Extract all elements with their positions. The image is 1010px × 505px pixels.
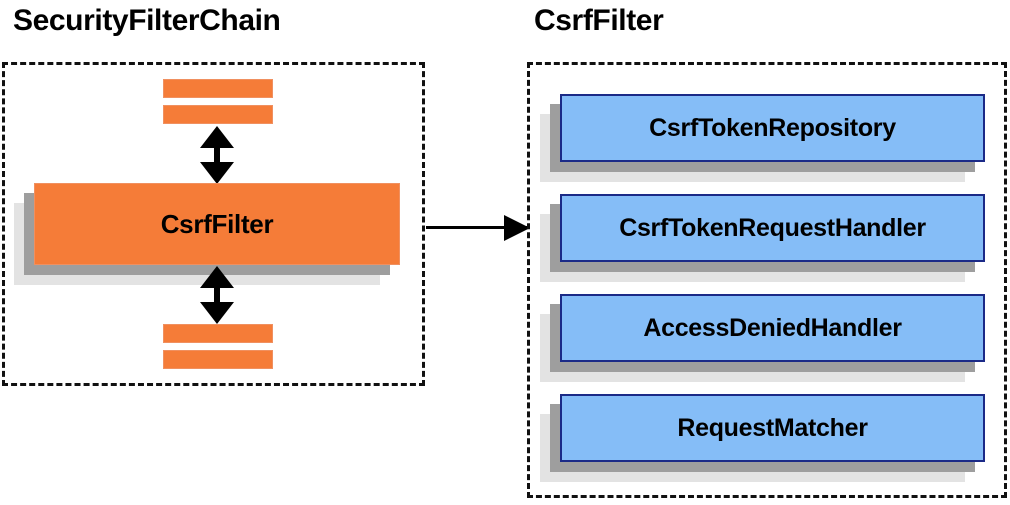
arrow-head-down	[200, 302, 234, 324]
arrow-head-up	[200, 266, 234, 288]
arrow-above-csrf-filter	[200, 126, 234, 184]
component-label: CsrfTokenRequestHandler	[619, 213, 926, 242]
box-face: CsrfTokenRepository	[560, 94, 985, 162]
component-label: CsrfTokenRepository	[649, 113, 896, 142]
component-box-access-denied-handler[interactable]: AccessDeniedHandler	[540, 294, 985, 382]
arrow-shaft	[214, 144, 220, 166]
csrf-filter-to-collaborators-arrow	[426, 215, 530, 241]
csrf-filter-box[interactable]: CsrfFilter	[14, 183, 400, 285]
arrow-head-down	[200, 162, 234, 184]
filter-bar-bottom-1	[163, 324, 273, 343]
arrow-below-csrf-filter	[200, 266, 234, 324]
left-panel-title: SecurityFilterChain	[13, 4, 281, 37]
box-face: CsrfTokenRequestHandler	[560, 194, 985, 262]
arrow-head-right	[504, 215, 530, 241]
csrf-filter-collaborators-panel	[527, 62, 1007, 498]
component-box-csrf-token-request-handler[interactable]: CsrfTokenRequestHandler	[540, 194, 985, 282]
security-filter-chain-panel	[2, 62, 425, 386]
filter-bar-top-1	[163, 79, 273, 98]
filter-bar-top-2	[163, 105, 273, 124]
csrf-filter-label: CsrfFilter	[160, 208, 274, 239]
arrow-shaft	[214, 284, 220, 306]
box-face: AccessDeniedHandler	[560, 294, 985, 362]
box-face: CsrfFilter	[34, 183, 400, 265]
arrow-head-up	[200, 126, 234, 148]
box-face: RequestMatcher	[560, 394, 985, 462]
arrow-shaft	[426, 226, 530, 229]
filter-bar-bottom-2	[163, 350, 273, 369]
component-box-csrf-token-repository[interactable]: CsrfTokenRepository	[540, 94, 985, 182]
right-panel-title: CsrfFilter	[534, 4, 664, 37]
component-label: RequestMatcher	[677, 413, 868, 442]
component-box-request-matcher[interactable]: RequestMatcher	[540, 394, 985, 482]
component-label: AccessDeniedHandler	[643, 313, 902, 342]
